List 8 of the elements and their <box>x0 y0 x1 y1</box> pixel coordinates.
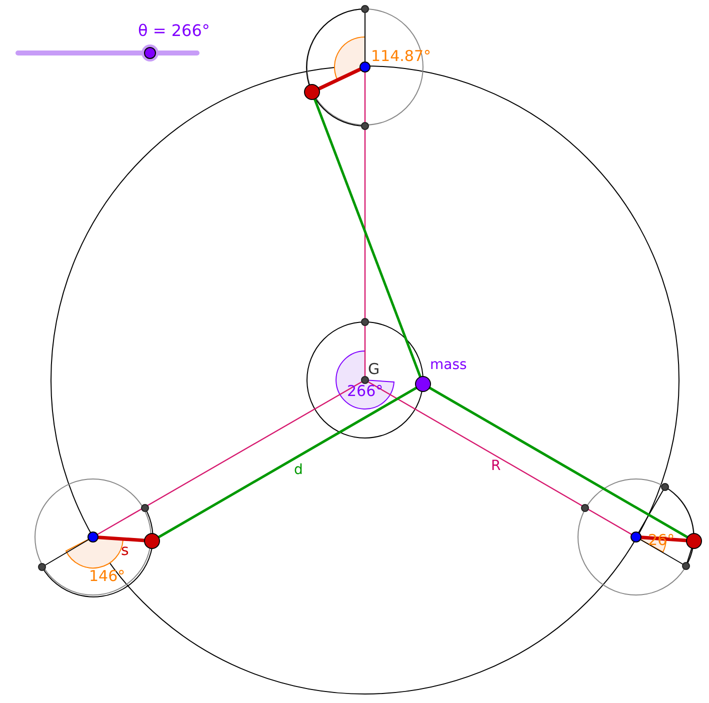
segment-label: s <box>121 542 129 559</box>
point-label: G <box>368 361 380 378</box>
segment-label: R <box>491 458 501 475</box>
point-label: mass <box>430 357 467 374</box>
angle-label: 114.87° <box>371 48 431 65</box>
slider-value-label: θ = 266° <box>138 22 210 39</box>
angle-label: 266° <box>347 383 384 400</box>
segment-label: d <box>294 462 303 479</box>
